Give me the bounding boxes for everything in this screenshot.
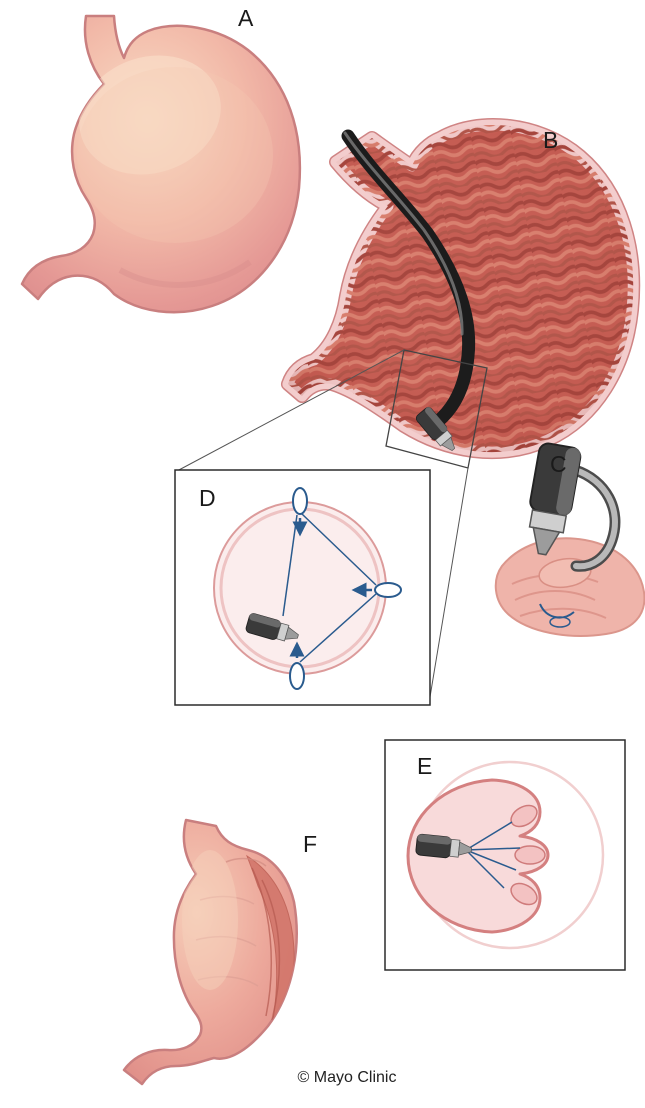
fold-petal	[510, 804, 538, 828]
panel-label-c: C	[550, 451, 567, 477]
suture-thread	[465, 847, 521, 851]
stomach-f-shape	[122, 818, 298, 1086]
panel-label-b: B	[543, 127, 558, 153]
suture-thread	[465, 821, 513, 851]
copyright-credit: © Mayo Clinic	[298, 1069, 397, 1086]
wrinkle-line	[197, 975, 259, 987]
suture-thread	[465, 849, 517, 871]
fold-petal	[514, 845, 546, 865]
suture-loop	[549, 616, 571, 628]
panel-label-f: F	[303, 831, 317, 857]
device-arm	[572, 467, 618, 570]
ridge-line	[251, 867, 272, 1017]
tissue-line	[519, 607, 607, 619]
panel-d-suture-pattern-inset: D	[174, 469, 431, 706]
wrinkle-line	[199, 895, 255, 905]
suture-line	[299, 593, 377, 663]
zoom-callout-line-upper	[176, 349, 405, 472]
tissue-line	[514, 590, 596, 601]
panel-a-normal-stomach: A	[20, 5, 302, 314]
panel-label-d: D	[199, 485, 216, 511]
ridge-line	[261, 879, 281, 1021]
stitch-loop-right	[374, 582, 402, 598]
endoscope-highlight	[343, 131, 464, 336]
sleeve-highlight	[182, 850, 238, 990]
suture-thread	[465, 849, 505, 889]
panel-b-endoscope-stomach: B	[176, 118, 641, 704]
stomach-f-details	[182, 850, 295, 1046]
zoom-callout-line-lower	[428, 467, 469, 704]
panel-label-a: A	[238, 5, 254, 31]
wrinkle-line	[225, 857, 267, 867]
stitch-loop-bottom	[289, 662, 305, 690]
panel-f-sleeve-stomach: F	[122, 818, 317, 1086]
panel-c-suturing-closeup: C	[494, 441, 645, 637]
panel-label-e: E	[417, 753, 432, 779]
stitch-loop-top	[292, 487, 308, 515]
wrinkle-line	[195, 935, 257, 947]
suture-line	[301, 513, 377, 586]
stomach-a-highlights	[77, 55, 273, 288]
fold-petal	[510, 882, 538, 906]
panel-e-plication-inset: E	[384, 739, 626, 971]
